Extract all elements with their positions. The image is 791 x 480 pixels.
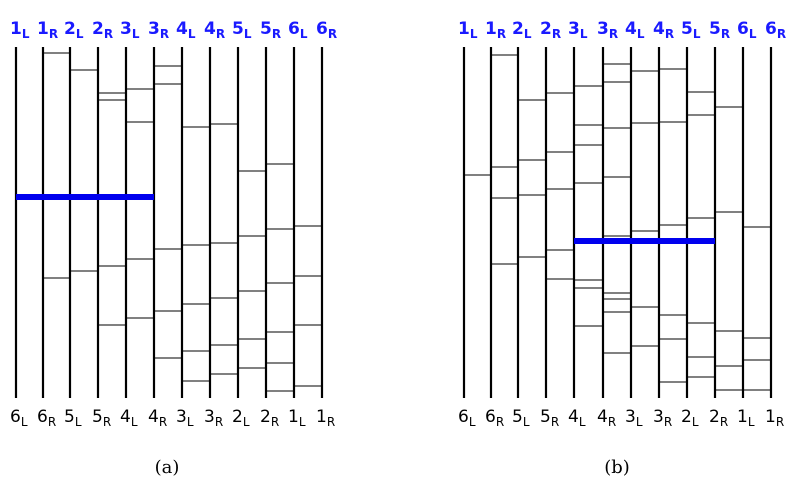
bottom-label-a-12: 1R — [316, 407, 335, 429]
bottom-label-b-2: 6R — [485, 407, 504, 429]
top-label-b-5: 3L — [568, 19, 588, 41]
bottom-label-a-4: 5R — [92, 407, 111, 429]
bottom-label-a-1: 6L — [10, 407, 28, 429]
bottom-label-b-7: 3L — [625, 407, 643, 429]
bottom-label-a-10: 2R — [260, 407, 279, 429]
ladder-diagram-b: 1L 1R 2L 2R 3L 3R 4L 4R 5L 5R 6L 6R 6L 6R 5L 5R 4L 4R 3L 3R… — [458, 19, 786, 478]
top-label-b-1: 1L — [458, 19, 478, 41]
bottom-label-b-10: 2R — [709, 407, 728, 429]
caption-b: (b) — [604, 457, 630, 478]
top-label-b-6: 3R — [597, 19, 618, 41]
bottom-label-a-7: 3L — [176, 407, 194, 429]
bottom-label-a-5: 4L — [120, 407, 138, 429]
bottom-label-a-2: 6R — [37, 407, 56, 429]
top-label-a-5: 3L — [120, 19, 140, 41]
bottom-label-a-3: 5L — [64, 407, 82, 429]
bottom-label-b-8: 3R — [653, 407, 672, 429]
bottom-label-a-9: 2L — [232, 407, 250, 429]
bottom-label-b-4: 5R — [540, 407, 559, 429]
bottom-label-b-3: 5L — [512, 407, 530, 429]
top-label-b-11: 6L — [737, 19, 757, 41]
bottom-label-b-5: 4L — [568, 407, 586, 429]
bottom-label-b-9: 2L — [681, 407, 699, 429]
top-label-a-6: 3R — [148, 19, 169, 41]
top-label-a-2: 1R — [37, 19, 58, 41]
top-label-a-7: 4L — [176, 19, 196, 41]
top-label-b-12: 6R — [765, 19, 786, 41]
top-label-b-7: 4L — [625, 19, 645, 41]
top-label-b-2: 1R — [485, 19, 506, 41]
top-label-a-9: 5L — [232, 19, 252, 41]
top-label-a-1: 1L — [10, 19, 30, 41]
top-label-a-11: 6L — [288, 19, 308, 41]
bottom-label-b-11: 1L — [737, 407, 755, 429]
top-label-b-3: 2L — [512, 19, 532, 41]
bottom-label-a-8: 3R — [204, 407, 223, 429]
top-label-a-3: 2L — [64, 19, 84, 41]
top-label-b-10: 5R — [709, 19, 730, 41]
top-label-b-4: 2R — [540, 19, 561, 41]
ladder-diagram-a: 1L 1R 2L 2R 3L 3R 4L 4R 5L 5R 6L 6R 6L 6R 5L 5R 4L 4R 3L 3R… — [10, 19, 337, 478]
bottom-label-a-11: 1L — [288, 407, 306, 429]
top-label-a-8: 4R — [204, 19, 225, 41]
top-label-a-12: 6R — [316, 19, 337, 41]
bottom-label-b-12: 1R — [765, 407, 784, 429]
bottom-label-b-6: 4R — [597, 407, 616, 429]
top-label-b-8: 4R — [653, 19, 674, 41]
top-label-a-4: 2R — [92, 19, 113, 41]
top-label-b-9: 5L — [681, 19, 701, 41]
caption-a: (a) — [155, 457, 180, 478]
top-label-a-10: 5R — [260, 19, 281, 41]
bottom-label-a-6: 4R — [148, 407, 167, 429]
bottom-label-b-1: 6L — [458, 407, 476, 429]
